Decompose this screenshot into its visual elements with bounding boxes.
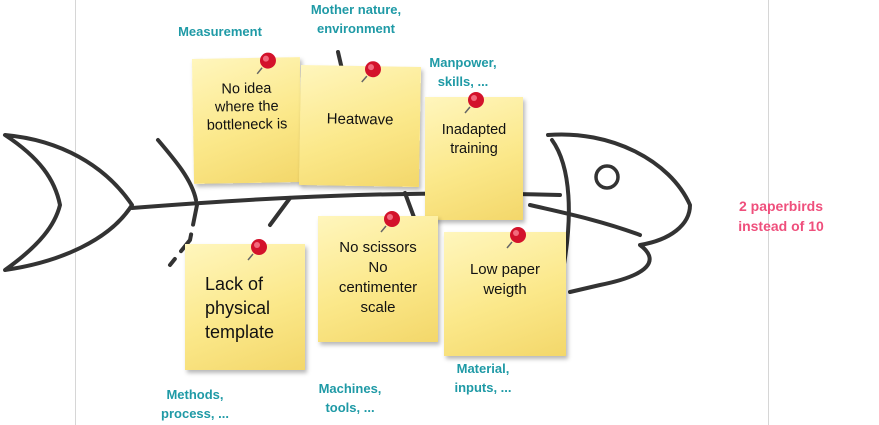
push-pin-icon	[380, 211, 400, 233]
push-pin-icon	[256, 52, 276, 75]
note-text: No idea where the bottleneck is	[206, 80, 288, 134]
fish-tail	[3, 133, 134, 272]
push-pin-icon	[464, 92, 484, 114]
rib-lower-2	[268, 196, 292, 227]
fish-eye	[594, 164, 620, 190]
category-material: Material, inputs, ...	[454, 361, 512, 395]
sticky-note-scissors: No scissors No centimenter scale	[318, 211, 438, 342]
note-text: No scissors No centimenter scale	[338, 239, 418, 316]
sticky-note-template: Lack of physical template	[185, 239, 305, 370]
left-page-border	[75, 0, 76, 425]
sticky-note-paper: Low paper weigth	[444, 227, 566, 356]
fish-head	[546, 132, 692, 294]
note-text: Low paper weigth	[469, 261, 541, 298]
rib-lower-3	[403, 191, 417, 222]
rib-lower-1	[168, 203, 199, 267]
fish-jaw	[528, 203, 642, 237]
push-pin-icon	[247, 239, 267, 261]
note-text: Heatwave	[326, 110, 394, 129]
push-pin-icon	[506, 227, 526, 249]
note-text: Inadapted training	[441, 122, 507, 157]
category-manpower: Manpower, skills, ...	[429, 55, 497, 89]
rib-upper-1	[156, 138, 198, 202]
category-methods: Methods, process, ...	[161, 387, 229, 421]
category-mother-nature: Mother nature, environment	[310, 2, 402, 36]
right-page-border	[768, 0, 769, 425]
sticky-note-training: Inadapted training	[425, 92, 523, 220]
category-measurement: Measurement	[178, 24, 262, 39]
sticky-note-bottleneck: No idea where the bottleneck is	[191, 52, 303, 184]
category-machines: Machines, tools, ...	[318, 381, 382, 415]
effect-label: 2 paperbirds instead of 10	[738, 198, 824, 234]
sticky-note-heatwave: Heatwave	[298, 61, 422, 188]
note-text: Lack of physical template	[205, 274, 275, 342]
push-pin-icon	[361, 61, 381, 83]
